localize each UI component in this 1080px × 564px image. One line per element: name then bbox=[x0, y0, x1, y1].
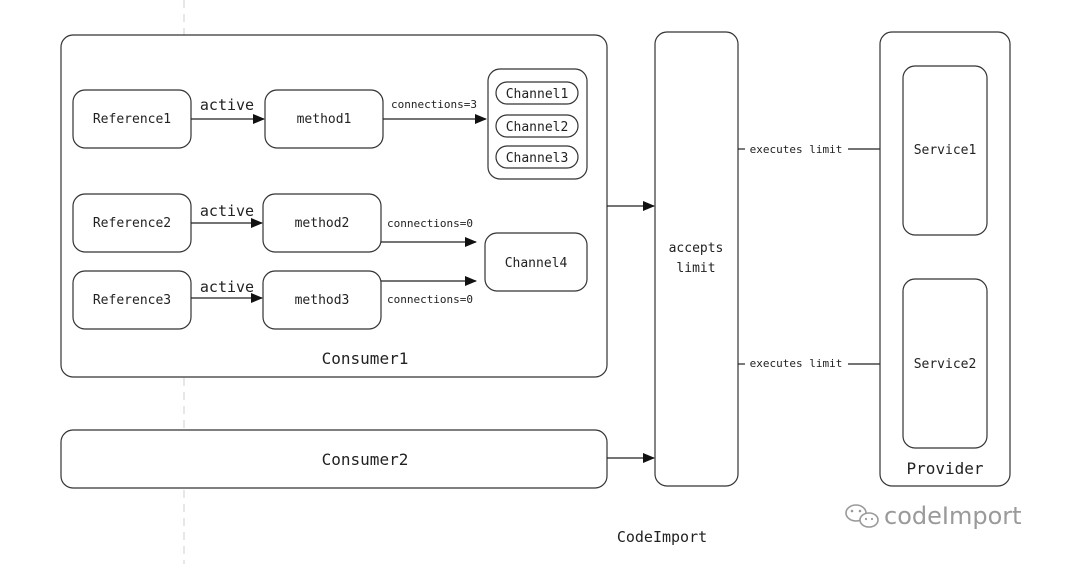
active-label-3: active bbox=[200, 278, 254, 296]
method1-box: method1 bbox=[264, 89, 384, 149]
connections-label-3: connections=0 bbox=[387, 293, 473, 306]
consumer2-label: Consumer2 bbox=[322, 450, 409, 469]
connections-label-1: connections=3 bbox=[391, 98, 477, 111]
footer-caption: CodeImport bbox=[617, 528, 707, 546]
limit-label: limit bbox=[676, 261, 715, 276]
service1-box: Service1 bbox=[902, 65, 988, 236]
active-label-2: active bbox=[200, 202, 254, 220]
svg-text:Channel4: Channel4 bbox=[505, 256, 568, 271]
reference3-box: Reference3 bbox=[72, 270, 192, 330]
accepts-label: accepts bbox=[669, 241, 724, 256]
active-label-1: active bbox=[200, 96, 254, 114]
svg-text:Reference1: Reference1 bbox=[93, 112, 171, 127]
service2-box: Service2 bbox=[902, 278, 988, 449]
channel3-label: Channel3 bbox=[506, 151, 569, 166]
svg-text:method2: method2 bbox=[295, 216, 350, 231]
executes-label-1: executes limit bbox=[750, 143, 843, 156]
svg-text:Reference3: Reference3 bbox=[93, 293, 171, 308]
accepts-limit-box: accepts limit bbox=[654, 31, 739, 487]
consumer2-container: Consumer2 bbox=[60, 429, 608, 489]
connections-label-2: connections=0 bbox=[387, 217, 473, 230]
consumer1-label: Consumer1 bbox=[322, 349, 409, 368]
svg-text:method1: method1 bbox=[297, 112, 352, 127]
watermark-text: codeImport bbox=[884, 502, 1022, 530]
svg-text:Service1: Service1 bbox=[914, 143, 977, 158]
reference2-box: Reference2 bbox=[72, 193, 192, 253]
channel-group: Channel1 Channel2 Channel3 bbox=[487, 68, 588, 180]
svg-text:method3: method3 bbox=[295, 293, 350, 308]
method2-box: method2 bbox=[262, 193, 382, 253]
channel2-label: Channel2 bbox=[506, 120, 569, 135]
provider-label: Provider bbox=[906, 459, 983, 478]
wechat-logo-icon bbox=[845, 504, 879, 528]
method3-box: method3 bbox=[262, 270, 382, 330]
svg-text:Service2: Service2 bbox=[914, 357, 977, 372]
reference1-box: Reference1 bbox=[72, 89, 192, 149]
svg-text:Reference2: Reference2 bbox=[93, 216, 171, 231]
channel1-label: Channel1 bbox=[506, 87, 569, 102]
executes-label-2: executes limit bbox=[750, 357, 843, 370]
channel4-box: Channel4 bbox=[484, 232, 588, 292]
